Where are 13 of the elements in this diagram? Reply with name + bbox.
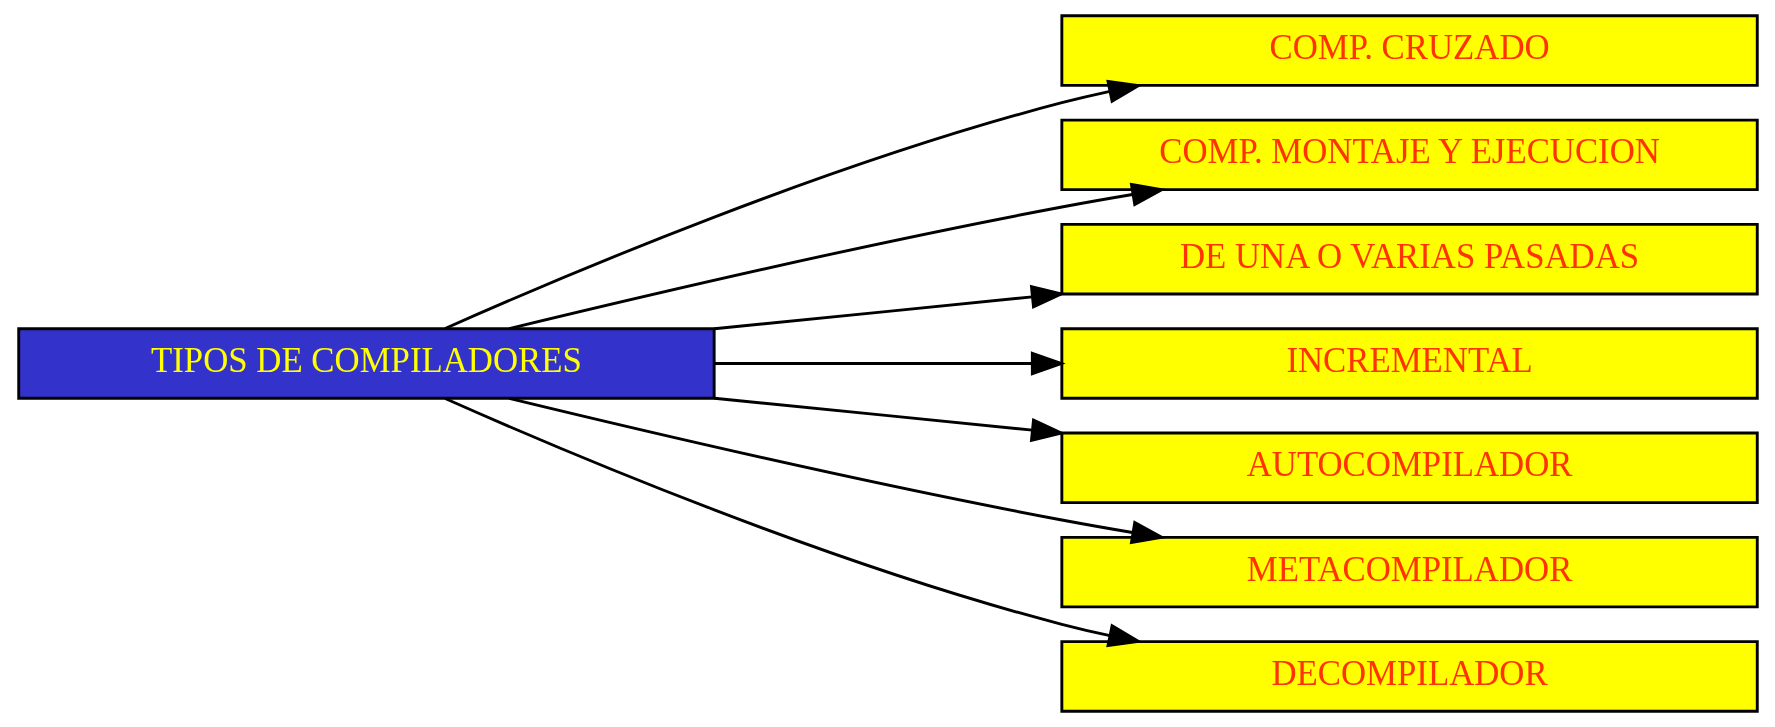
arrow [444, 79, 1143, 330]
node-box: COMP. CRUZADO [1059, 14, 1759, 87]
node-box: AUTOCOMPILADOR [1059, 431, 1759, 505]
node-box: INCREMENTAL [1059, 327, 1759, 400]
arrow [508, 397, 1166, 545]
node-box: METACOMPILADOR [1059, 535, 1759, 609]
node-box: TIPOS DE COMPILADORES [16, 327, 716, 400]
node-box: COMP. MONTAJE Y EJECUCION [1059, 118, 1759, 192]
arrow [713, 351, 1066, 376]
node-box: DE UNA O VARIAS PASADAS [1059, 222, 1759, 296]
arrow [444, 397, 1143, 648]
arrow [508, 182, 1166, 330]
node-box: DECOMPILADOR [1059, 640, 1759, 713]
